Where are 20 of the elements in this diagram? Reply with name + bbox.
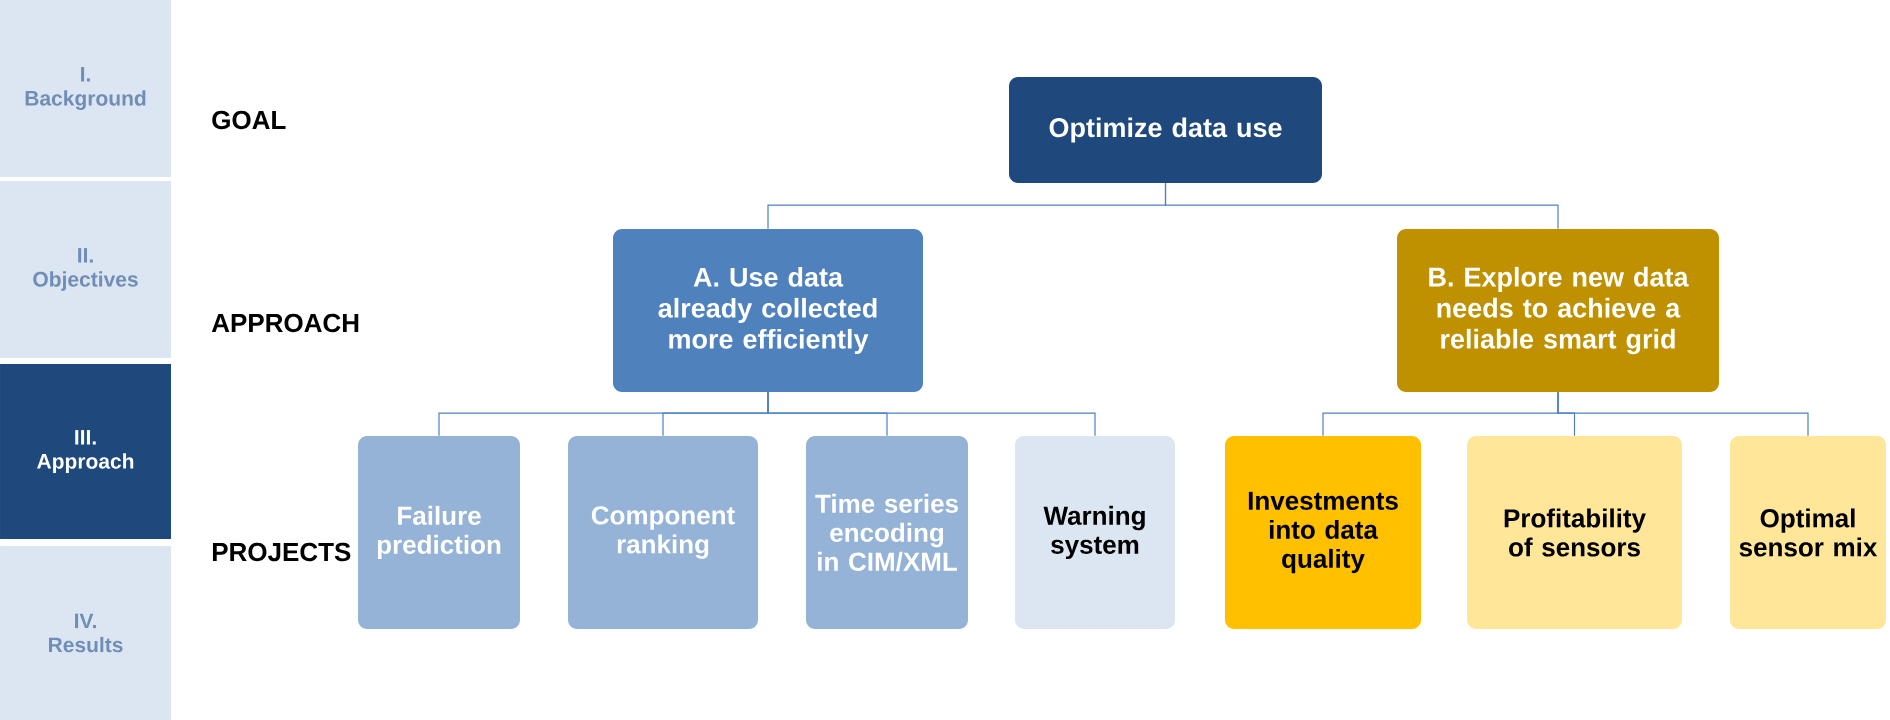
- project-box: Investments into data quality: [1225, 436, 1421, 629]
- project-box: Optimal sensor mix: [1730, 436, 1886, 629]
- project-box: Profitability of sensors: [1467, 436, 1682, 629]
- connector: [1557, 391, 1809, 437]
- connector: [1164, 182, 1559, 230]
- side-tab: III. Approach: [0, 364, 171, 539]
- connector: [767, 391, 1096, 437]
- project-box: Failure prediction: [358, 436, 520, 629]
- project-box: Warning system: [1015, 436, 1175, 629]
- project-box: Time series encoding in CIM/XML: [806, 436, 968, 629]
- side-tab: I. Background: [0, 0, 171, 177]
- goal-box: Optimize data use: [1009, 77, 1322, 183]
- approach-box: A. Use data already collected more efficiently: [613, 229, 923, 392]
- approach-box: B. Explore new data needs to achieve a reliable smart grid: [1397, 229, 1719, 392]
- project-box: Component ranking: [568, 436, 758, 629]
- level-label: APPROACH: [211, 313, 359, 333]
- side-tab: II. Objectives: [0, 181, 171, 358]
- side-tab: IV. Results: [0, 546, 171, 720]
- level-label: PROJECTS: [212, 542, 351, 562]
- level-label: GOAL: [212, 110, 286, 130]
